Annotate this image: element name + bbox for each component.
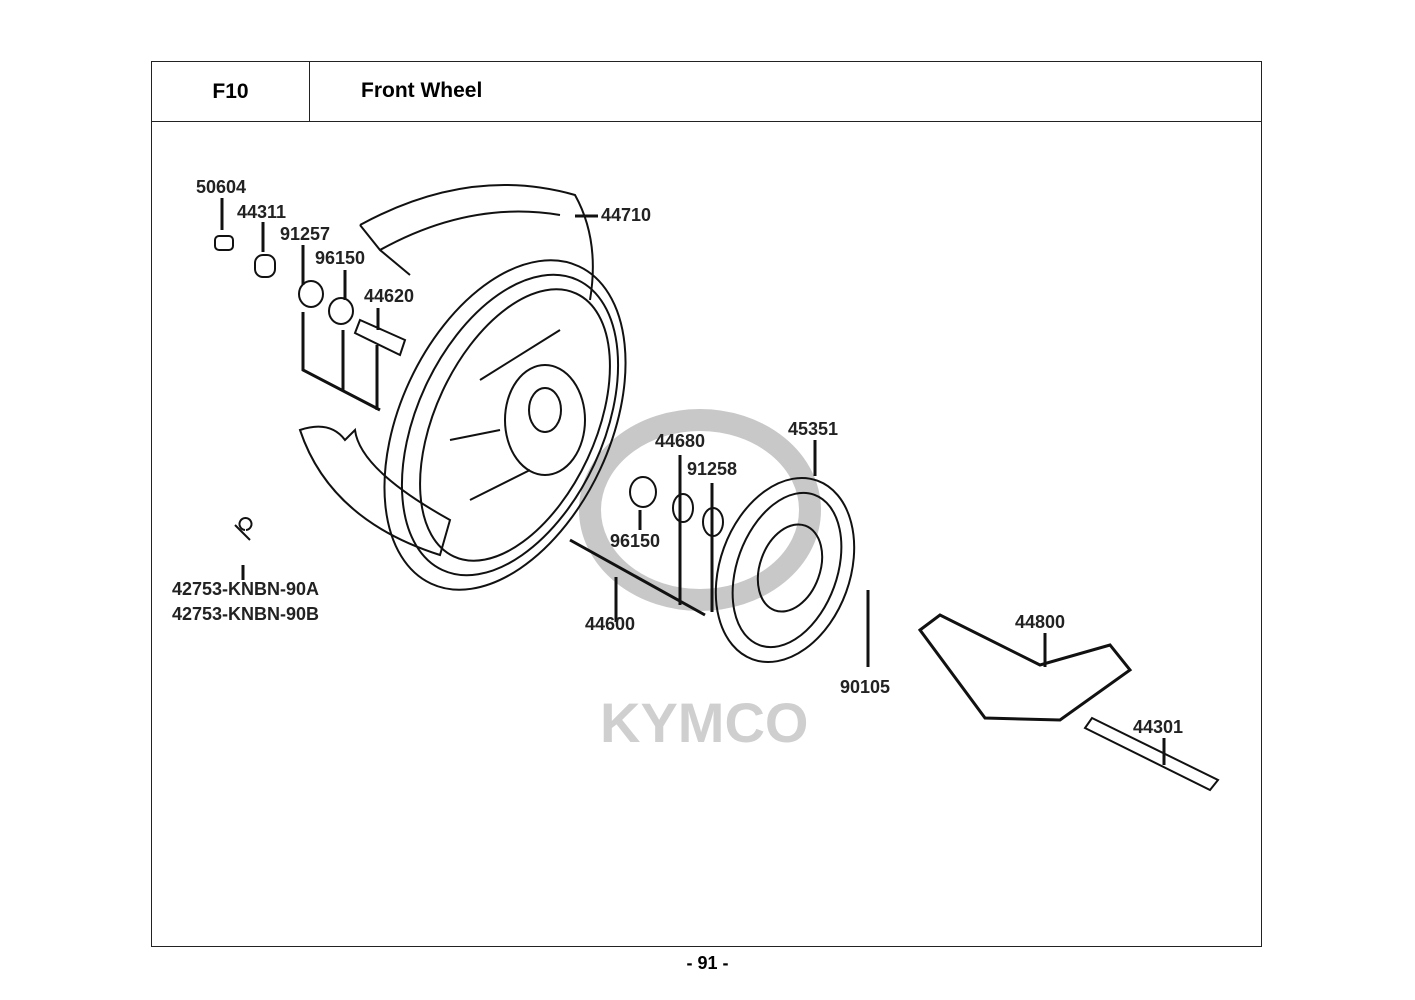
- page-number: - 91 -: [686, 953, 729, 973]
- part-label-44620: 44620: [364, 286, 415, 306]
- part-label-44600: 44600: [585, 614, 636, 634]
- part-label-96150-b: 96150: [610, 531, 661, 551]
- wheel-rim-illustration: [383, 259, 627, 591]
- diagram-frame: [151, 61, 1262, 947]
- watermark-text: KYMCO: [600, 691, 808, 754]
- part-label-42753-a: 42753-KNBN-90A: [172, 579, 320, 599]
- leader-lines: [220, 198, 1166, 765]
- kymco-watermark-logo: KYMCO: [579, 409, 821, 754]
- part-label-44680: 44680: [655, 431, 706, 451]
- part-label-45351: 45351: [788, 419, 839, 439]
- hub-parts-right: [629, 476, 1220, 792]
- part-label-50604: 50604: [196, 177, 247, 197]
- part-label-91258: 91258: [687, 459, 738, 479]
- hub-parts-left: [214, 235, 407, 541]
- part-label-42753-b: 42753-KNBN-90B: [172, 604, 320, 624]
- brake-disc: [714, 477, 856, 663]
- part-label-44800: 44800: [1015, 612, 1066, 632]
- part-label-44301: 44301: [1133, 717, 1184, 737]
- tire-illustration: [298, 184, 594, 557]
- section-title: Front Wheel: [361, 79, 483, 102]
- part-label-96150: 96150: [315, 248, 366, 268]
- part-label-91257: 91257: [280, 224, 331, 244]
- part-label-90105: 90105: [840, 677, 891, 697]
- part-label-44710: 44710: [601, 205, 652, 225]
- part-label-44311: 44311: [237, 202, 287, 222]
- header-divider: [151, 121, 1262, 122]
